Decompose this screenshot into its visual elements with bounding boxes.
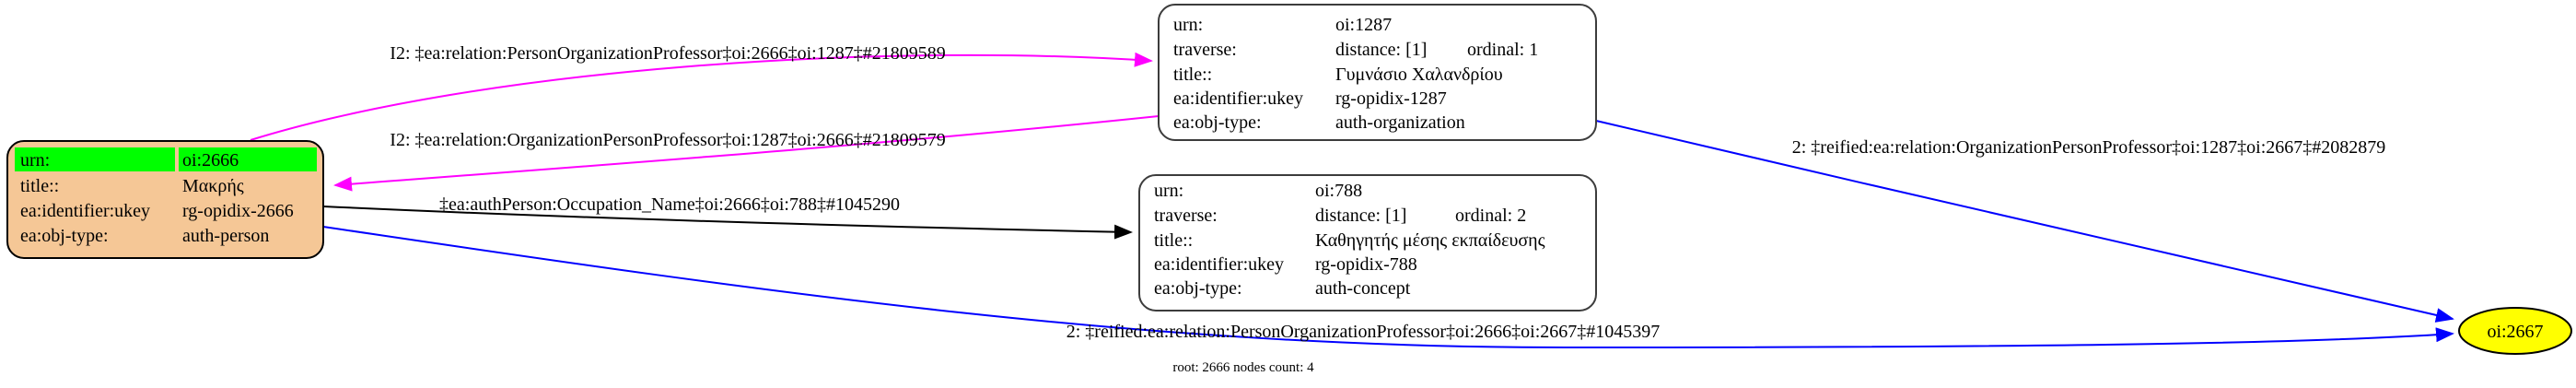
- edge-organization-to-person: [333, 115, 1160, 192]
- edge-labels-layer: I2: ‡ea:relation:PersonOrganizationProfe…: [390, 43, 2385, 342]
- row-value: Καθηγητής μέσης εκπαίδευσης: [1315, 230, 1545, 251]
- edge-person-to-concept: [322, 206, 1133, 240]
- organization-node-box: [1158, 4, 1597, 141]
- row-label: ea:obj-type:: [1154, 278, 1242, 299]
- row-label: title::: [1154, 230, 1193, 251]
- row-label: ea:identifier:ukey: [1173, 88, 1303, 109]
- row-value: auth-concept: [1315, 278, 1411, 299]
- result-node-label: oi:2667: [2487, 322, 2543, 342]
- row-label: ea:obj-type:: [20, 226, 109, 246]
- highlight-cell-label: [15, 147, 175, 171]
- edge-person-to-organization: [250, 52, 1153, 141]
- row-value: oi:788: [1315, 181, 1362, 201]
- row-value: rg-opidix-2666: [182, 201, 294, 221]
- edge-organization-to-result: [1595, 120, 2454, 323]
- node-result-2667: oi:2667: [2458, 307, 2572, 355]
- row-value: rg-opidix-788: [1315, 254, 1417, 275]
- node-organization-1287: urn: oi:1287 traverse: distance: [1] ord…: [1158, 4, 1597, 141]
- row-label: urn:: [1173, 15, 1203, 35]
- highlight-cell-value: [179, 147, 317, 171]
- row-label: ea:identifier:ukey: [1154, 254, 1284, 275]
- node-concept-788: urn: oi:788 traverse: distance: [1] ordi…: [1138, 174, 1597, 312]
- edge-label-person-to-organization: I2: ‡ea:relation:PersonOrganizationProfe…: [390, 43, 945, 64]
- row-label: title::: [20, 176, 59, 196]
- concept-node-box: [1138, 174, 1597, 312]
- row-label: title::: [1173, 65, 1212, 85]
- edge-label-organization-to-result: 2: ‡reified:ea:relation:OrganizationPers…: [1792, 137, 2386, 158]
- row-value: oi:1287: [1335, 15, 1392, 35]
- row-value: distance: [1]: [1315, 206, 1406, 226]
- row-label: ea:obj-type:: [1173, 112, 1262, 133]
- row-value: oi:2666: [182, 150, 239, 170]
- row-value: Γυμνάσιο Χαλανδρίου: [1335, 65, 1503, 85]
- row-label: urn:: [1154, 181, 1183, 201]
- row-label: traverse:: [1154, 206, 1218, 226]
- node-person-2666: urn: oi:2666 title:: Μακρής ea:identifie…: [6, 140, 324, 259]
- edge-label-organization-to-person: I2: ‡ea:relation:OrganizationPersonProfe…: [390, 130, 945, 150]
- row-value-ordinal: ordinal: 1: [1467, 40, 1538, 60]
- graph-caption: root: 2666 nodes count: 4: [1172, 360, 1314, 375]
- edges-layer: [250, 52, 2454, 349]
- row-value: Μακρής: [182, 176, 244, 196]
- row-value: auth-person: [182, 226, 269, 246]
- row-value: auth-organization: [1335, 112, 1465, 133]
- row-value: rg-opidix-1287: [1335, 88, 1447, 109]
- edge-person-to-result: [322, 226, 2454, 349]
- row-label: traverse:: [1173, 40, 1237, 60]
- row-label: urn:: [20, 150, 50, 170]
- row-label: ea:identifier:ukey: [20, 201, 150, 221]
- result-node-ellipse: [2458, 307, 2572, 355]
- row-value-ordinal: ordinal: 2: [1455, 206, 1526, 226]
- row-value: distance: [1]: [1335, 40, 1427, 60]
- edge-label-person-to-result: 2: ‡reified:ea:relation:PersonOrganizati…: [1067, 322, 1661, 342]
- edge-label-person-to-concept: ‡ea:authPerson:Occupation_Name‡oi:2666‡o…: [439, 194, 900, 215]
